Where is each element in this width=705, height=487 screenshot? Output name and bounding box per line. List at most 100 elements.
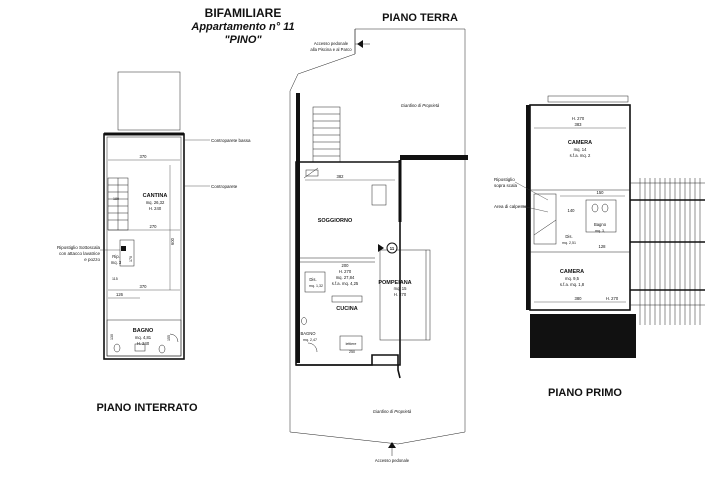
bagno-terra-area: mq. 2,47 bbox=[303, 338, 317, 342]
soggiorno-label: SOGGIORNO bbox=[318, 218, 353, 224]
toilet-terra-icon bbox=[301, 317, 307, 325]
pergola-slats bbox=[630, 178, 705, 325]
bagno-primo bbox=[585, 199, 617, 233]
unit-number: 11 bbox=[390, 246, 395, 251]
bidet-primo-icon bbox=[601, 203, 609, 213]
giardino-bottom-label: Giardino di Proprietà bbox=[373, 409, 412, 414]
cantina-area: mq. 26,32 bbox=[146, 200, 165, 205]
cantina-height: H. 240 bbox=[149, 206, 162, 211]
sink-icon bbox=[134, 343, 146, 352]
roof-dark-area bbox=[530, 314, 636, 358]
bagno-terra-label: BAGNO bbox=[300, 331, 316, 336]
camera2-area: mq. 9,5 bbox=[565, 276, 580, 281]
dim-370-a: 370 bbox=[140, 154, 148, 159]
primo-dim-380: 380 bbox=[575, 296, 583, 301]
bagno-primo-area: mq. 3, bbox=[595, 229, 605, 233]
dim-115: 115 bbox=[112, 277, 118, 281]
ripostiglio-note-2: con attacco lavatrice bbox=[59, 251, 101, 256]
bagno-interrato-label: BAGNO bbox=[133, 328, 154, 334]
primo-outer-wall bbox=[529, 104, 631, 311]
primo-dim-383: 383 bbox=[575, 122, 583, 127]
pompeiana-label: POMPEIANA bbox=[378, 280, 411, 286]
door-swing-icon bbox=[307, 342, 318, 353]
pompeiana-height: H. 270 bbox=[394, 292, 407, 297]
plan-interrato-label: PIANO INTERRATO bbox=[96, 402, 197, 414]
primo-dim-h270-bottom: H. 270 bbox=[606, 296, 619, 301]
camera1-area: mq. 14 bbox=[574, 147, 587, 152]
camera2-sfa: s.f.a. mq. 1,8 bbox=[560, 282, 585, 287]
controparete-note: Controparete bbox=[211, 184, 238, 189]
shower-door-icon bbox=[169, 333, 179, 343]
pergola-beam bbox=[400, 155, 468, 160]
plan-terra: PIANO TERRA Accesso pedonale alla Piscin… bbox=[289, 12, 468, 463]
primo-dim-140: 140 bbox=[568, 208, 576, 213]
terra-dim-250: 250 bbox=[349, 350, 355, 354]
access-arrow-bottom-icon bbox=[388, 442, 396, 448]
accesso-top-line2: alla Piscina e al Parco bbox=[310, 47, 352, 52]
bagno-primo-label: Bagno bbox=[594, 222, 607, 227]
soggiorno-h: H. 270 bbox=[339, 269, 352, 274]
plan-primo: 383 H. 270 CAMERA mq. 14 s.f.a. mq. 2 15… bbox=[494, 95, 705, 399]
terra-building-wall bbox=[295, 161, 401, 366]
ripostiglio-box bbox=[119, 239, 135, 267]
accesso-bottom-label: Accesso pedonale bbox=[375, 458, 410, 463]
primo-dim-128: 128 bbox=[599, 244, 607, 249]
soggiorno-area: mq. 27,84 bbox=[336, 275, 355, 280]
camera1-sfa: s.f.a. mq. 2 bbox=[570, 153, 591, 158]
pompeiana-area bbox=[379, 249, 431, 341]
camera2-label: CAMERA bbox=[560, 269, 584, 275]
dis-primo-area: mq. 2,51 bbox=[562, 241, 576, 245]
plan-interrato: 370 270 600 370 126 130 155 170 180 115 … bbox=[57, 71, 251, 414]
accesso-top-line1: Accesso pedonale bbox=[314, 41, 349, 46]
giardino-top-label: Giardino di Proprietà bbox=[401, 103, 440, 108]
dim-130: 130 bbox=[110, 334, 114, 340]
camera1-label: CAMERA bbox=[568, 140, 592, 146]
soggiorno-sfa: s.f.a. mq. 4,25 bbox=[332, 281, 359, 286]
entrance-arrow-icon bbox=[378, 244, 384, 252]
rip-area: mq. 3 bbox=[111, 260, 122, 265]
terra-dim-382: 382 bbox=[337, 174, 345, 179]
cucina-label: CUCINA bbox=[336, 306, 357, 312]
lettiere-label: lettiere bbox=[346, 342, 357, 346]
bagno-interrato bbox=[106, 319, 182, 357]
title-line-2: Appartamento n° 11 bbox=[190, 21, 294, 33]
pompeiana-area-text: mq. 15 bbox=[394, 286, 407, 291]
property-boundary bbox=[289, 28, 466, 445]
title-line-3: "PINO" bbox=[224, 34, 262, 46]
ripostiglio-note-3: e pozzo bbox=[84, 257, 100, 262]
controparete-bassa-note: Controparete bassa bbox=[211, 138, 251, 143]
primo-dim-h270-top: H. 270 bbox=[572, 116, 585, 121]
terra-dim-200-a: 200 bbox=[342, 263, 350, 268]
dim-600: 600 bbox=[170, 237, 175, 245]
plan-primo-label: PIANO PRIMO bbox=[548, 387, 622, 399]
cantina-label: CANTINA bbox=[143, 193, 168, 199]
dim-270: 270 bbox=[150, 224, 158, 229]
exterior-stair bbox=[312, 106, 341, 163]
dim-155: 155 bbox=[167, 335, 171, 341]
interrato-outer-wall bbox=[103, 133, 185, 360]
primo-area-note: Area di calpesto bbox=[494, 204, 527, 209]
ripostiglio-note-1: Ripostiglio Sottoscala bbox=[57, 245, 101, 250]
dis-room bbox=[304, 271, 326, 293]
primo-stair bbox=[533, 193, 557, 245]
bagno-interrato-height: H. 240 bbox=[137, 341, 150, 346]
primo-dim-150: 150 bbox=[597, 190, 605, 195]
rip-label: Rip. bbox=[112, 254, 119, 259]
dim-170: 170 bbox=[129, 256, 133, 262]
dis-label: Dis. bbox=[309, 277, 316, 282]
primo-rip-note-1: Ripostiglio bbox=[494, 177, 515, 182]
plan-terra-label: PIANO TERRA bbox=[382, 12, 458, 24]
dis-primo-label: Dis. bbox=[565, 234, 572, 239]
title-line-1: BIFAMILIARE bbox=[205, 6, 282, 20]
bagno-interrato-area: mq. 4,81 bbox=[135, 335, 152, 340]
primo-rip-note-2: sopra scala bbox=[494, 183, 518, 188]
dis-area: mq. 1,32 bbox=[309, 284, 323, 288]
dim-126: 126 bbox=[116, 292, 124, 297]
bidet-icon bbox=[158, 344, 166, 354]
unit-number-badge bbox=[386, 242, 398, 254]
light-well bbox=[117, 71, 181, 131]
dim-370-b: 370 bbox=[140, 284, 148, 289]
toilet-primo-icon bbox=[591, 203, 599, 213]
